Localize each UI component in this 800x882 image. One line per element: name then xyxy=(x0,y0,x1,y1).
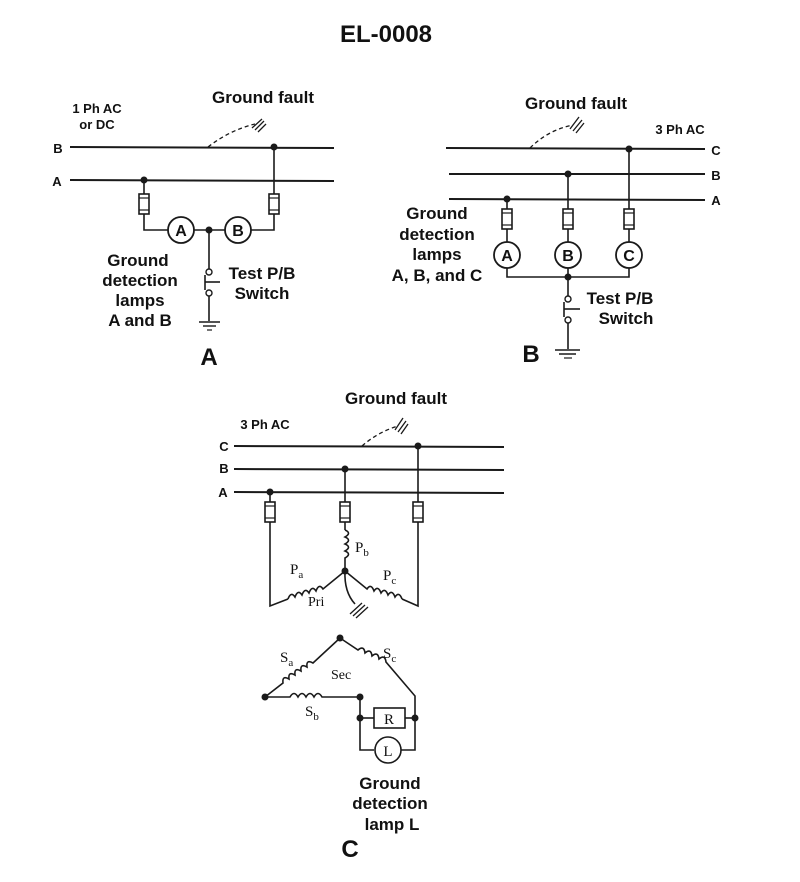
switch-contact-icon xyxy=(205,289,213,297)
lamps-caption-b-2: detection xyxy=(399,225,475,244)
switch-caption-a-2: Switch xyxy=(235,284,290,303)
lamps-caption-a-4: A and B xyxy=(108,311,172,330)
pc-label: Pc xyxy=(383,568,396,587)
pri-label: Pri xyxy=(308,595,324,610)
lamps-caption-a-2: detection xyxy=(102,271,178,290)
bus-label-a: A xyxy=(218,485,228,500)
supply-label-a: 1 Ph AC xyxy=(72,101,122,116)
fuse-icon xyxy=(264,501,276,523)
lamp-l-label: L xyxy=(383,744,392,760)
lamps-caption-a-3: lamps xyxy=(115,291,164,310)
supply-label-c: 3 Ph AC xyxy=(240,417,290,432)
pa-label: Pa xyxy=(290,562,303,581)
lamp-a-label: A xyxy=(501,248,513,265)
fuse-icon xyxy=(268,193,280,215)
fuse-icon xyxy=(623,208,635,230)
diagram-c: Ground fault 3 Ph AC C B A xyxy=(218,389,505,863)
diagram-title: EL-0008 xyxy=(340,21,432,48)
pb-label: Pb xyxy=(355,540,369,559)
bus-label-b: B xyxy=(711,168,720,183)
coil-sa-icon xyxy=(264,637,341,698)
panel-letter-b: B xyxy=(522,341,539,368)
bus-line-a xyxy=(69,179,335,182)
switch-caption-b-2: Switch xyxy=(599,309,654,328)
fault-ground-icon-c xyxy=(394,417,409,435)
sa-label: Sa xyxy=(280,650,293,669)
sec-label: Sec xyxy=(331,668,351,683)
fault-label-a: Ground fault xyxy=(212,88,314,107)
bus-label-a: A xyxy=(711,193,721,208)
coil-pb-icon xyxy=(343,529,350,571)
lamp-a-label: A xyxy=(175,223,187,240)
bus-line-b xyxy=(69,146,335,149)
sb-label: Sb xyxy=(305,704,319,723)
lamp-caption-c-2: detection xyxy=(352,794,428,813)
bus-label-b: B xyxy=(53,141,62,156)
coil-pc-icon xyxy=(344,570,403,600)
fuse-icon xyxy=(501,208,513,230)
lamps-caption-a: Ground xyxy=(107,251,168,270)
lamp-b-label: B xyxy=(232,223,244,240)
lamps-caption-b-3: lamps xyxy=(412,245,461,264)
bus-line-a xyxy=(448,198,706,201)
secondary-winding xyxy=(261,634,419,764)
diagram-b: Ground fault 3 Ph AC C B A A B C xyxy=(392,94,722,368)
sc-label: Sc xyxy=(383,646,396,665)
lamp-caption-c-3: lamp L xyxy=(365,815,420,834)
coil-pa-icon xyxy=(287,570,346,600)
primary-winding xyxy=(269,522,419,619)
switch-caption-a: Test P/B xyxy=(229,264,296,283)
lamp-l-icon xyxy=(374,736,402,764)
lamp-c-label: C xyxy=(623,248,635,265)
ground-icon-b xyxy=(555,349,580,359)
fuse-icon xyxy=(562,208,574,230)
bus-label-c: C xyxy=(219,439,229,454)
bus-line-c xyxy=(233,445,505,448)
ground-icon-a xyxy=(199,321,220,331)
coil-sc-icon xyxy=(339,637,416,718)
diagram-a: 1 Ph AC or DC Ground fault B A A B xyxy=(52,88,335,371)
resistor-label: R xyxy=(384,712,394,728)
fault-path-b xyxy=(529,124,574,149)
switch-contact-icon xyxy=(564,316,572,324)
lamp-b-label: B xyxy=(562,248,574,265)
fault-path-a xyxy=(207,123,256,148)
fault-label-b: Ground fault xyxy=(525,94,627,113)
lamp-caption-c: Ground xyxy=(359,774,420,793)
fault-label-c: Ground fault xyxy=(345,389,447,408)
lamps-caption-b-4: A, B, and C xyxy=(392,266,483,285)
supply-label-a-2: or DC xyxy=(79,117,115,132)
fault-path-c xyxy=(361,425,399,447)
panel-letter-a: A xyxy=(200,344,217,371)
switch-caption-b: Test P/B xyxy=(587,289,654,308)
fuse-icon xyxy=(138,193,150,215)
bus-label-a: A xyxy=(52,174,62,189)
coil-sb-icon xyxy=(265,692,361,718)
fuse-icon xyxy=(412,501,424,523)
panel-letter-c: C xyxy=(341,836,358,863)
bus-label-c: C xyxy=(711,143,721,158)
bus-line-a xyxy=(233,491,505,494)
bus-line-b xyxy=(233,468,505,471)
fault-ground-icon-a xyxy=(251,118,267,133)
fuse-icon xyxy=(339,501,351,523)
fault-ground-icon-b xyxy=(569,116,585,134)
lamps-caption-b: Ground xyxy=(406,204,467,223)
switch-contact-icon xyxy=(564,295,572,303)
switch-contact-icon xyxy=(205,268,213,276)
bus-line-c xyxy=(445,147,706,150)
supply-label-b: 3 Ph AC xyxy=(655,122,705,137)
bus-label-b: B xyxy=(219,461,228,476)
